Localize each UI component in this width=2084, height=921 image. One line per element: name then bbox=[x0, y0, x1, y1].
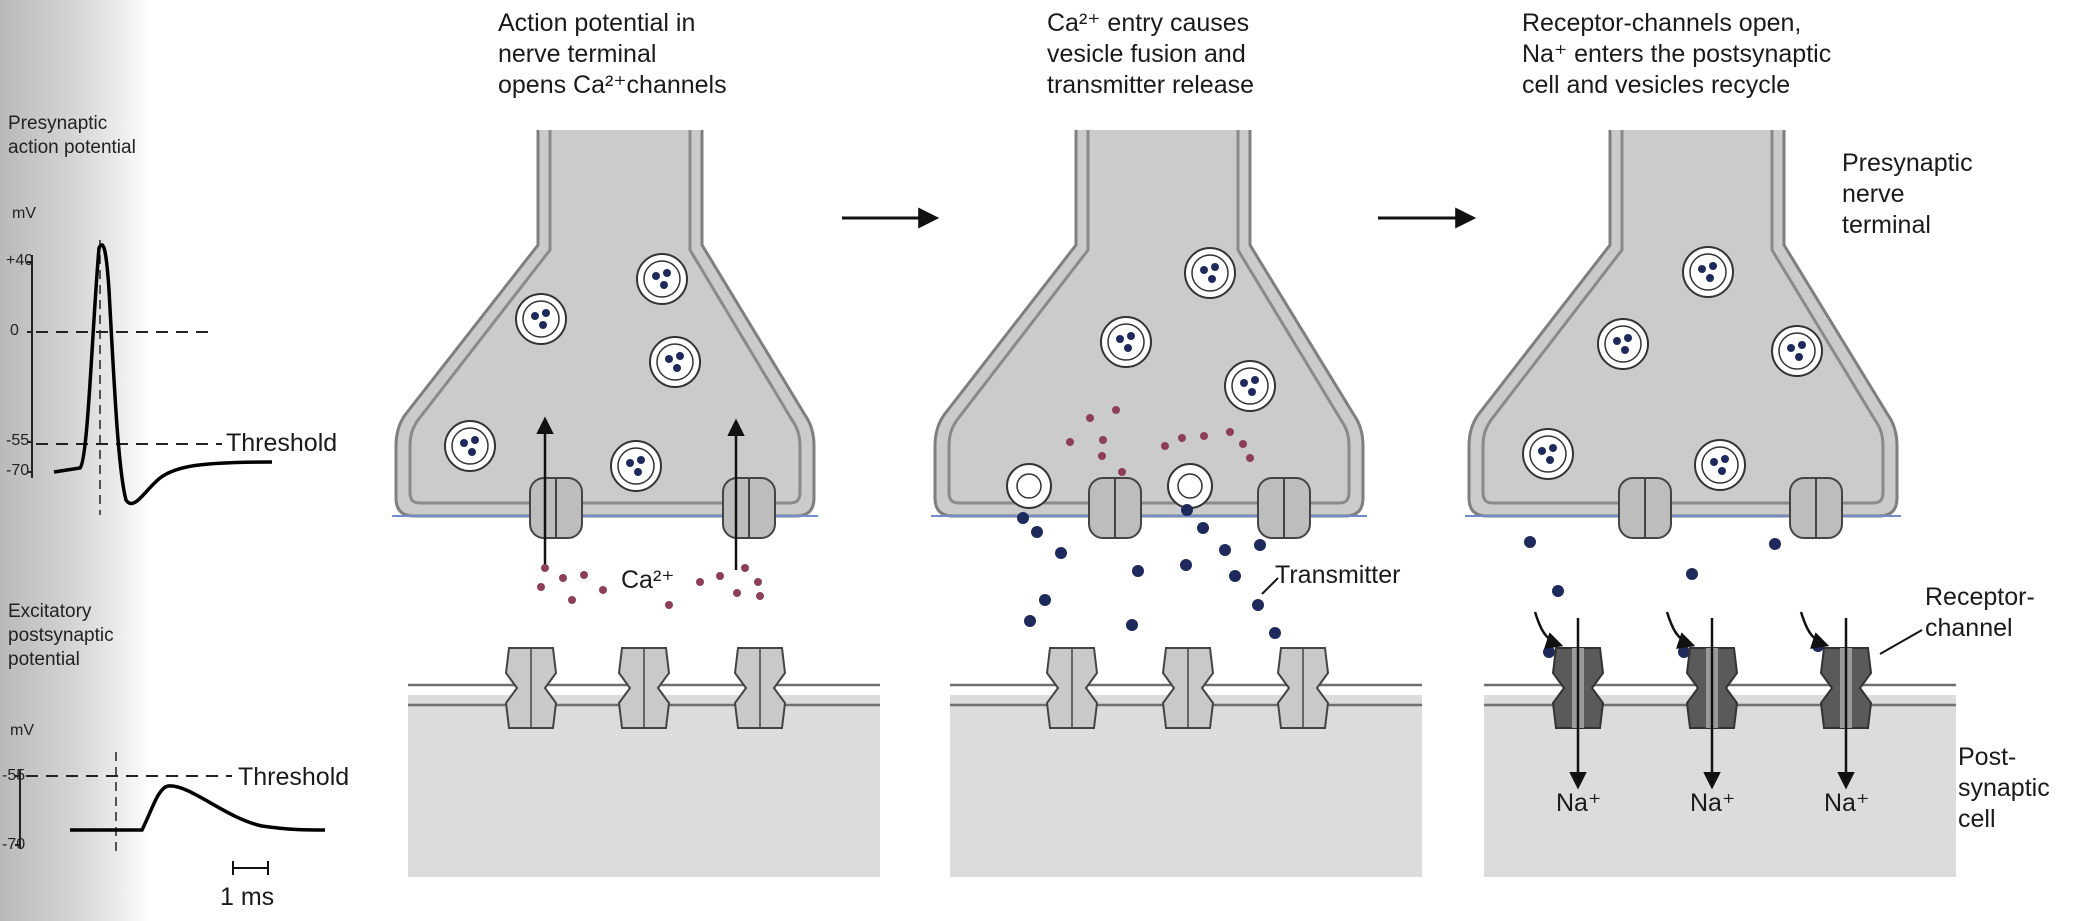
vesicle bbox=[1522, 428, 1574, 480]
binding-arrow bbox=[1799, 611, 1830, 649]
scale-bar-label: 1 ms bbox=[220, 883, 275, 911]
panel-3-caption: Receptor-channels open,Na⁺ enters the po… bbox=[1522, 9, 1832, 99]
calcium-ions bbox=[537, 564, 764, 609]
vesicle bbox=[649, 336, 701, 388]
panel-1 bbox=[392, 130, 880, 877]
calcium-ions bbox=[1066, 406, 1254, 476]
panel-2 bbox=[931, 130, 1422, 877]
receptor-channel bbox=[733, 647, 787, 729]
ca-channel bbox=[722, 477, 776, 539]
ca-channel bbox=[1789, 477, 1843, 539]
threshold-label: Threshold bbox=[226, 429, 338, 457]
tick-label: -70 bbox=[2, 836, 26, 853]
vesicle bbox=[1184, 247, 1236, 299]
sodium-label: Na⁺ bbox=[1824, 789, 1870, 817]
presynaptic-units: mV bbox=[12, 205, 36, 222]
vesicle bbox=[610, 440, 662, 492]
ca-channel bbox=[1618, 477, 1672, 539]
ca-channel bbox=[529, 477, 583, 539]
vesicle bbox=[444, 420, 496, 472]
vesicle bbox=[1771, 325, 1823, 377]
epsp-graph bbox=[15, 752, 326, 875]
receptor-leader-line bbox=[1879, 629, 1923, 655]
ca-channel bbox=[1088, 477, 1142, 539]
ca-channel bbox=[1257, 477, 1311, 539]
tick-label: -55 bbox=[2, 767, 26, 784]
vesicle bbox=[515, 293, 567, 345]
transmitter-leader-line bbox=[1261, 577, 1279, 595]
vesicle bbox=[1694, 439, 1746, 491]
threshold-label: Threshold bbox=[238, 763, 350, 791]
presynaptic-action-potential-graph bbox=[27, 240, 273, 515]
receptor-channel bbox=[1045, 647, 1099, 729]
tick-label: -55 bbox=[6, 432, 30, 449]
tick-label: -70 bbox=[6, 462, 30, 479]
transmitter-molecules bbox=[1524, 536, 1824, 658]
vesicle bbox=[1597, 318, 1649, 370]
transmitter-molecules bbox=[1017, 504, 1281, 639]
binding-arrow bbox=[1665, 611, 1696, 649]
fused-vesicle bbox=[1006, 463, 1052, 509]
transmitter-label: Transmitter bbox=[1275, 561, 1401, 589]
tick-label: 0 bbox=[10, 322, 19, 339]
vesicle bbox=[636, 253, 688, 305]
fused-vesicle bbox=[1167, 463, 1213, 509]
vesicle bbox=[1224, 360, 1276, 412]
receptor-channel bbox=[1276, 647, 1330, 729]
binding-arrow bbox=[1533, 611, 1564, 649]
receptor-channel bbox=[504, 647, 558, 729]
epsp-trace bbox=[70, 784, 326, 832]
sodium-label: Na⁺ bbox=[1690, 789, 1736, 817]
epsp-units: mV bbox=[10, 722, 34, 739]
action-potential-trace bbox=[53, 243, 273, 506]
receptor-channel bbox=[617, 647, 671, 729]
page-edge-shading bbox=[0, 0, 150, 921]
vesicle bbox=[1682, 246, 1734, 298]
receptor-channel bbox=[1161, 647, 1215, 729]
tick-label: +40 bbox=[6, 252, 34, 269]
sodium-label: Na⁺ bbox=[1556, 789, 1602, 817]
vesicle bbox=[1100, 316, 1152, 368]
presynaptic-terminal bbox=[933, 130, 1365, 518]
receptor-channel-label: Receptor-channel bbox=[1925, 583, 2035, 642]
calcium-label: Ca²⁺ bbox=[621, 566, 675, 594]
panel-3 bbox=[1465, 130, 1956, 877]
